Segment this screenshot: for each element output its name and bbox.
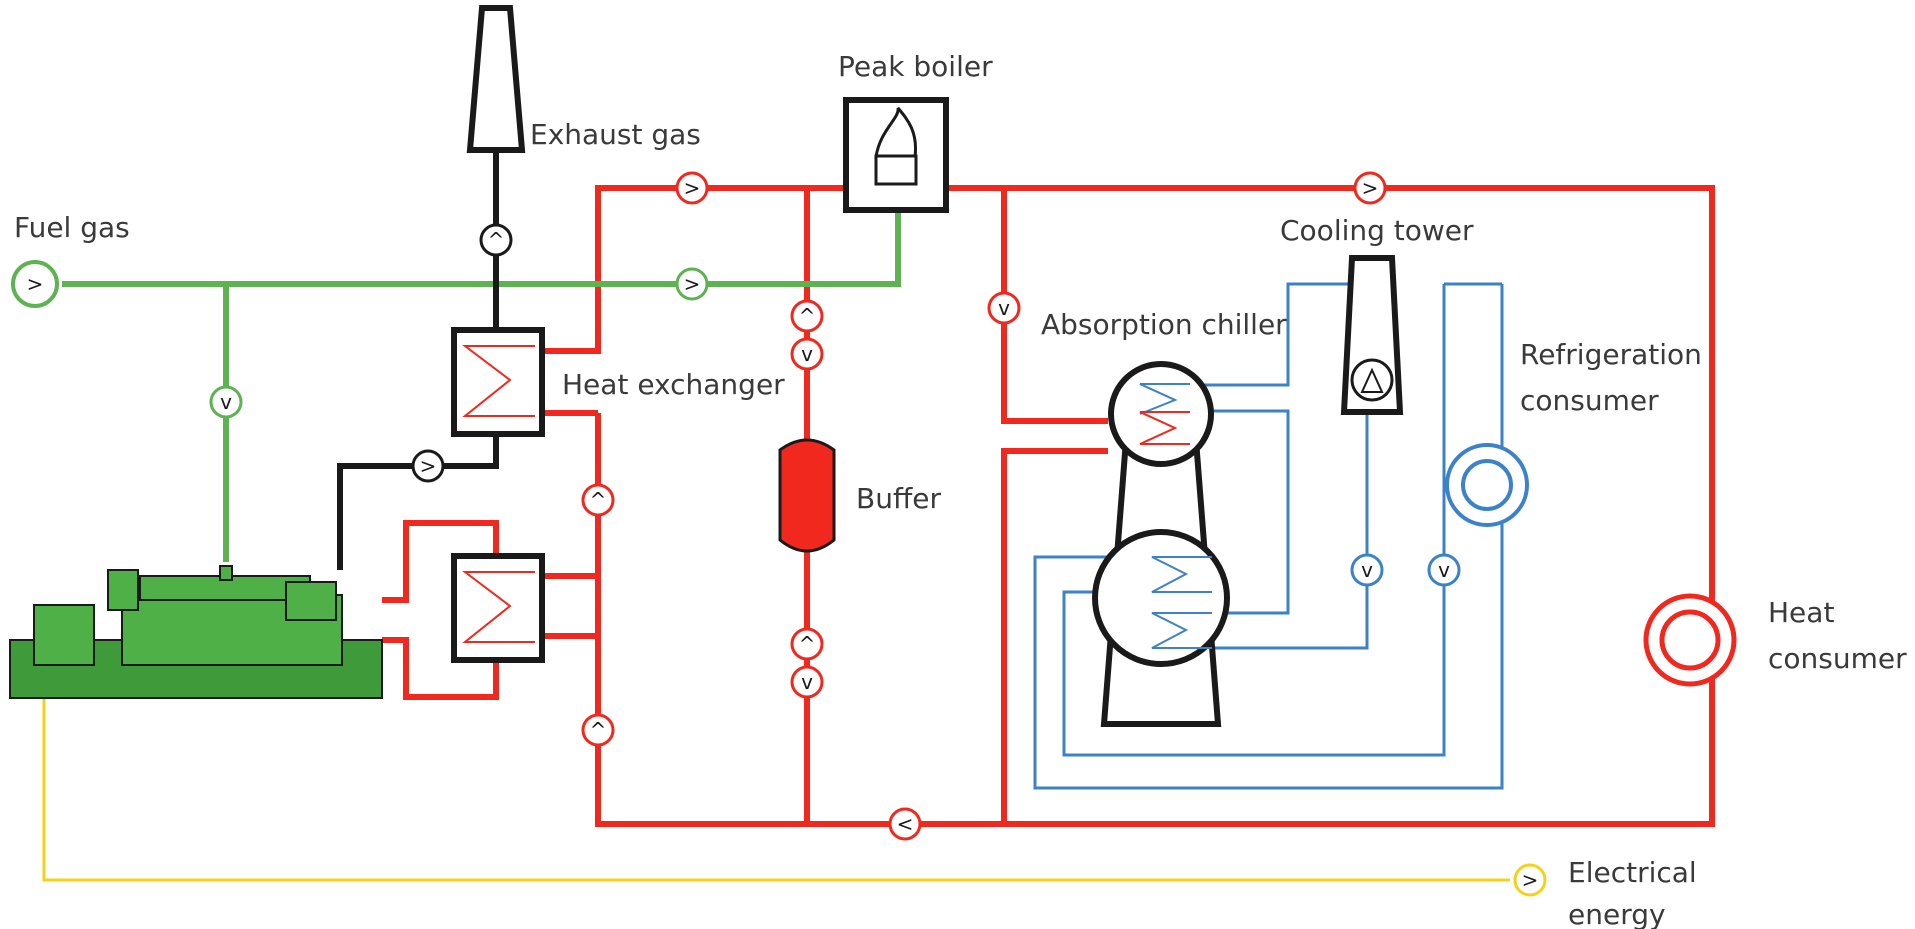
heat-exchanger-label: Heat exchanger	[562, 368, 785, 401]
fuel-gas-inlet-arrow: >	[27, 272, 44, 296]
peak-boiler	[843, 97, 949, 213]
heat-exchanger-1	[451, 327, 545, 437]
heat-exchanger-2	[451, 553, 545, 663]
engine-intake-icon	[107, 569, 139, 611]
generator-coil-red-icon	[1139, 411, 1190, 445]
heat-exchanger-2-coil-icon	[462, 571, 535, 643]
svg-text:v: v	[1438, 558, 1450, 582]
valve-buffer-bottom-down: v	[790, 665, 824, 699]
cooling-water-in	[1190, 282, 1352, 387]
heat-consumer-label-line1: Heat	[1768, 596, 1834, 629]
svg-text:<: <	[897, 812, 914, 836]
valve-electrical: >	[1513, 863, 1547, 897]
svg-text:v: v	[1361, 558, 1373, 582]
heat-consumer-inner-icon	[1659, 609, 1721, 671]
fuel-gas-inlet-icon	[11, 260, 59, 308]
supply-pipe-left	[496, 185, 845, 354]
svg-text:^: ^	[488, 228, 505, 252]
svg-text:^: ^	[799, 304, 816, 328]
svg-text:v: v	[998, 296, 1010, 320]
cooling-tower-label: Cooling tower	[1280, 214, 1474, 247]
fuel-gas-line: >	[11, 212, 901, 562]
electrical-energy-label-line1: Electrical	[1568, 856, 1697, 889]
svg-text:v: v	[801, 670, 813, 694]
tower-return	[1212, 412, 1369, 650]
flame-icon	[874, 107, 918, 159]
refrigeration-consumer-inner-icon	[1461, 459, 1513, 511]
buffer-tank	[778, 438, 836, 553]
absorber-coil-upper-icon	[1151, 556, 1212, 593]
svg-text:>: >	[684, 176, 701, 200]
valve-return-bottom: <	[888, 807, 922, 841]
exhaust-line	[337, 5, 526, 570]
refrigeration-consumer-label-line1: Refrigeration	[1520, 338, 1702, 371]
cooling-tower	[1340, 255, 1404, 415]
heat-consumer-label-line2: consumer	[1768, 642, 1907, 675]
valve-buffer-bottom-up: ^	[790, 627, 824, 661]
absorber-coil-lower-icon	[1151, 612, 1212, 649]
svg-text:>: >	[1522, 868, 1539, 892]
refrigeration-return	[1033, 284, 1504, 790]
peak-boiler-label: Peak boiler	[838, 50, 993, 83]
heat-exchanger-1-coil-icon	[462, 345, 535, 417]
svg-text:^: ^	[799, 632, 816, 656]
electrical-line	[42, 660, 1510, 882]
valve-hx-bottom: ^	[581, 713, 615, 747]
absorption-chiller	[1092, 361, 1230, 727]
exhaust-stack-icon	[466, 5, 526, 153]
buffer-label: Buffer	[856, 482, 941, 515]
svg-text:>: >	[1362, 176, 1379, 200]
chiller-generator-icon	[1108, 361, 1214, 467]
heat-consumer-loop	[595, 185, 1715, 827]
absorption-chiller-label: Absorption chiller	[1041, 308, 1287, 341]
svg-text:>: >	[684, 272, 701, 296]
labels: Peak boiler Exhaust gas Fuel gas Cooling…	[14, 50, 1907, 929]
valve-supply-right: >	[1353, 171, 1387, 205]
electrical-energy-line	[42, 660, 1510, 882]
svg-text:>: >	[420, 454, 437, 478]
cooling-fan-blade-icon	[1360, 367, 1384, 393]
chiller-absorber-icon	[1092, 529, 1230, 667]
valve-exhaust-return: >	[411, 449, 445, 483]
engine-gas-inlet-icon	[219, 565, 233, 581]
svg-text:^: ^	[590, 488, 607, 512]
svg-text:v: v	[220, 390, 232, 414]
generator-icon	[33, 604, 95, 666]
valve-exhaust: ^	[479, 223, 513, 257]
engine-jacket-loop-top	[382, 520, 499, 603]
exhaust-gas-label: Exhaust gas	[530, 118, 701, 151]
valve-fuel-gas-main: >	[675, 267, 709, 301]
valve-chiller-supply: v	[987, 291, 1021, 325]
valve-buffer-top-up: ^	[790, 299, 824, 333]
refrigeration-consumer-label-line2: consumer	[1520, 384, 1659, 417]
valve-buffer-top-down: v	[790, 337, 824, 371]
valve-hx-riser: ^	[581, 483, 615, 517]
fuel-gas-main	[62, 212, 901, 287]
turbocharger-icon	[285, 581, 337, 621]
engine-jacket-loop-bottom	[382, 636, 499, 700]
svg-text:^: ^	[590, 718, 607, 742]
valve-refrigeration: v	[1427, 553, 1461, 587]
valve-supply-left: >	[675, 171, 709, 205]
gas-engine	[9, 565, 383, 699]
svg-text:v: v	[801, 342, 813, 366]
buffer-tank-icon	[778, 438, 836, 553]
cooling-water-mid	[1190, 409, 1290, 615]
fuel-gas-label: Fuel gas	[14, 211, 130, 244]
valve-fuel-gas-engine: v	[209, 385, 243, 419]
burner-icon	[874, 154, 918, 186]
valve-cooling-tower: v	[1350, 553, 1384, 587]
electrical-energy-label-line2: energy	[1568, 898, 1666, 929]
chiller-return	[1001, 448, 1108, 824]
generator-coil-blue-icon	[1139, 383, 1190, 415]
chiller-supply	[1001, 188, 1108, 424]
flow-indicators: ^ > > v > > v ^	[209, 171, 1547, 897]
